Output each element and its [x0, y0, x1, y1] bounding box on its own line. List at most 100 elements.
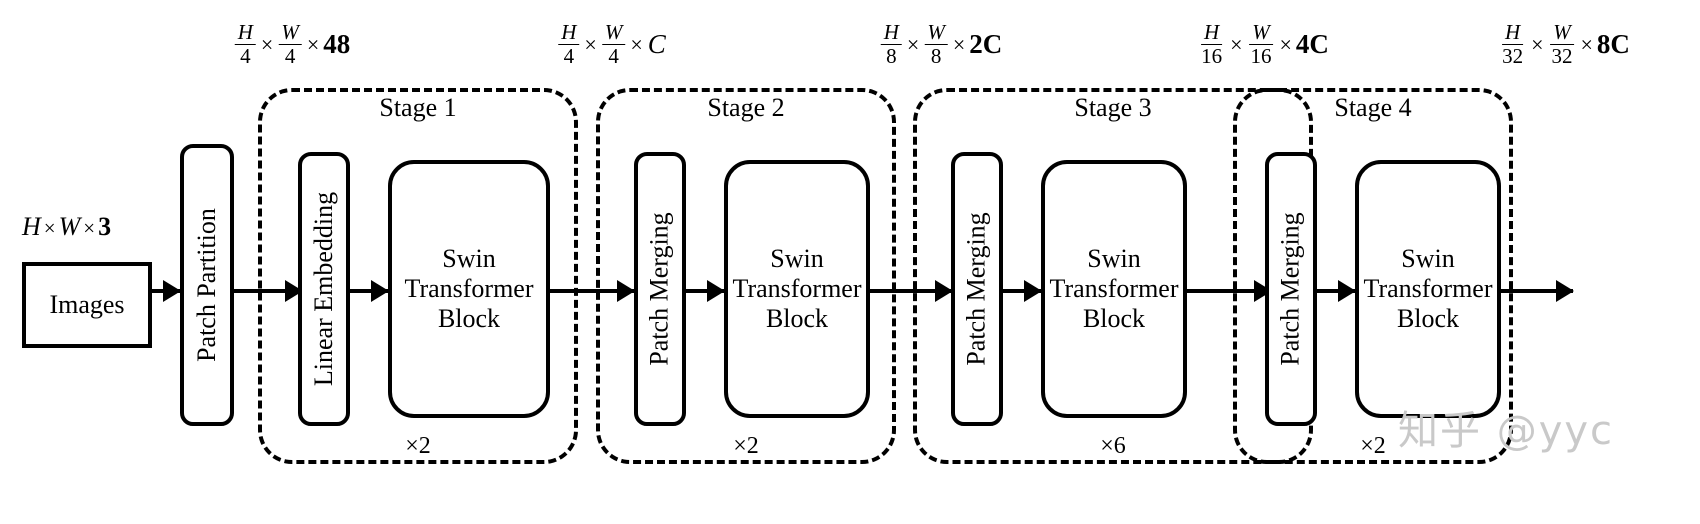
swin-transformer-block-2: Swin Transformer Block — [724, 160, 870, 418]
images-box-label: Images — [49, 290, 125, 319]
arrow-images-to-patch-partition — [152, 289, 180, 293]
fraction-h-over-4: H 4 — [234, 21, 256, 69]
dimension-label-after-stage-4: H 32 × W 32 × 8C — [1498, 21, 1630, 69]
swin-block-line-1: Swin — [1087, 243, 1141, 273]
fraction-h-over-4: H 4 — [558, 21, 580, 69]
fraction-denominator: 8 — [930, 44, 942, 69]
multiplication-sign: × — [83, 216, 96, 240]
fraction-h-over-32: H 32 — [1499, 21, 1526, 69]
patch-merging-box-3: Patch Merging — [951, 152, 1003, 426]
patch-merging-label-4: Patch Merging — [1276, 212, 1305, 366]
channel-count: 4C — [1295, 29, 1329, 60]
fraction-w-over-4: W 4 — [601, 21, 626, 69]
fraction-h-over-8: H 8 — [880, 21, 902, 69]
stage-1-multiplier: ×2 — [405, 433, 431, 459]
channel-count: 48 — [323, 29, 351, 60]
arrow-stage-3-to-stage-4 — [1187, 289, 1271, 293]
channel-count: C — [647, 29, 666, 60]
multiplication-sign: × — [260, 31, 274, 57]
arrow-patch-partition-to-stage-1 — [234, 289, 302, 293]
stage-2-title: Stage 2 — [707, 93, 785, 122]
fraction-denominator: 8 — [886, 44, 897, 69]
arrow-stage-2-to-stage-3 — [870, 289, 952, 293]
images-input-box: Images — [22, 262, 152, 348]
stage-2-container: Stage 2 ×2 — [596, 88, 896, 464]
fraction-w-over-32: W 32 — [1549, 21, 1576, 69]
fraction-denominator: 4 — [563, 44, 575, 69]
patch-merging-box-2: Patch Merging — [634, 152, 686, 426]
stage-4-multiplier: ×2 — [1360, 433, 1386, 459]
arrow-stage-1-to-stage-2 — [550, 289, 634, 293]
stage-4-title: Stage 4 — [1334, 93, 1412, 122]
fraction-numerator: H — [234, 21, 256, 46]
patch-merging-box-4: Patch Merging — [1265, 152, 1317, 426]
patch-partition-box: Patch Partition — [180, 144, 234, 426]
fraction-w-over-4: W 4 — [278, 21, 302, 69]
fraction-denominator: 4 — [240, 44, 251, 69]
stage-1-container: Stage 1 ×2 — [258, 88, 578, 464]
fraction-denominator: 16 — [1250, 44, 1272, 69]
input-width-symbol: W — [58, 212, 81, 241]
fraction-numerator: W — [1550, 21, 1574, 46]
stage-3-multiplier: ×6 — [1100, 433, 1126, 459]
fraction-numerator: H — [880, 21, 902, 46]
fraction-numerator: W — [601, 21, 626, 46]
multiplication-sign: × — [43, 216, 56, 240]
patch-merging-label-2: Patch Merging — [645, 212, 674, 366]
multiplication-sign: × — [630, 31, 643, 57]
swin-block-line-3: Block — [1396, 304, 1460, 334]
fraction-denominator: 32 — [1502, 44, 1524, 69]
channel-count: 8C — [1596, 29, 1630, 60]
multiplication-sign: × — [584, 31, 597, 57]
input-height-symbol: H — [22, 212, 41, 241]
fraction-h-over-16: H 16 — [1198, 21, 1225, 69]
swin-block-line-1: Swin — [442, 243, 496, 273]
stage-4-container: Stage 4 ×2 — [1233, 88, 1513, 464]
swin-transformer-block-1: Swin Transformer Block — [388, 160, 550, 418]
arrow-patch-merging-to-swin-block-4 — [1317, 289, 1355, 293]
fraction-denominator: 32 — [1551, 44, 1573, 69]
swin-transformer-block-4: Swin Transformer Block — [1355, 160, 1501, 418]
swin-transformer-block-2-label: Swin Transformer Block — [732, 244, 861, 334]
linear-embedding-box: Linear Embedding — [298, 152, 350, 426]
stage-1-title: Stage 1 — [379, 93, 457, 122]
arrow-patch-merging-to-swin-block-2 — [686, 289, 724, 293]
swin-block-line-3: Block — [1082, 304, 1146, 334]
swin-block-line-2: Transformer — [732, 273, 862, 303]
multiplication-sign: × — [1580, 31, 1593, 57]
multiplication-sign: × — [906, 31, 920, 57]
arrow-patch-merging-to-swin-block-3 — [1003, 289, 1041, 293]
fraction-w-over-16: W 16 — [1248, 21, 1275, 69]
patch-partition-label: Patch Partition — [192, 208, 222, 362]
stage-2-multiplier: ×2 — [733, 433, 759, 459]
swin-block-line-2: Transformer — [404, 273, 534, 303]
dimension-label-after-stage-1: H 4 × W 4 × C — [557, 21, 667, 69]
dimension-label-after-stage-2: H 8 × W 8 × 2C — [880, 21, 1003, 69]
linear-embedding-label: Linear Embedding — [309, 191, 338, 387]
dimension-label-after-patch-partition: H 4 × W 4 × 48 — [234, 21, 351, 69]
stage-3-title: Stage 3 — [1074, 93, 1152, 122]
dimension-label-after-stage-3: H 16 × W 16 × 4C — [1197, 21, 1329, 69]
input-channel-count: 3 — [98, 212, 112, 241]
swin-transformer-block-1-label: Swin Transformer Block — [404, 244, 533, 334]
multiplication-sign: × — [952, 31, 966, 57]
swin-transformer-block-3-label: Swin Transformer Block — [1049, 244, 1178, 334]
fraction-denominator: 4 — [284, 44, 296, 69]
swin-block-line-2: Transformer — [1363, 273, 1493, 303]
swin-block-line-2: Transformer — [1049, 273, 1179, 303]
multiplication-sign: × — [1279, 31, 1292, 57]
swin-block-line-3: Block — [437, 304, 501, 334]
patch-merging-label-3: Patch Merging — [962, 212, 991, 366]
channel-count: 2C — [969, 29, 1003, 60]
fraction-w-over-8: W 8 — [924, 21, 948, 69]
fraction-numerator: H — [1200, 21, 1223, 46]
fraction-denominator: 16 — [1201, 44, 1223, 69]
fraction-numerator: W — [1249, 21, 1273, 46]
fraction-denominator: 4 — [608, 44, 619, 69]
multiplication-sign: × — [306, 31, 320, 57]
swin-block-line-1: Swin — [1401, 243, 1455, 273]
fraction-numerator: H — [558, 21, 580, 46]
fraction-numerator: W — [924, 21, 948, 46]
arrow-stage-4-output — [1501, 289, 1573, 293]
